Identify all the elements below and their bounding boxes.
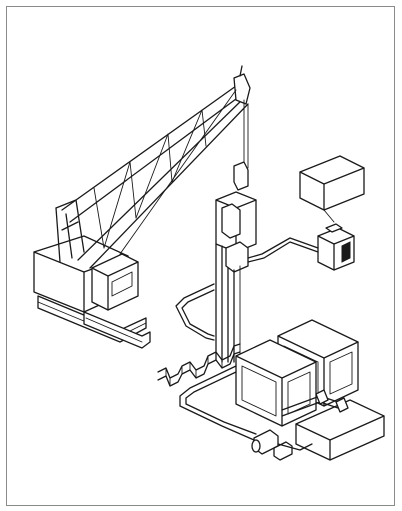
- drilling-rig-icon: [215, 99, 257, 363]
- pump-unit-icon: [247, 223, 355, 271]
- slurry-hose: [175, 283, 215, 341]
- crawler-crane-icon: [33, 199, 151, 349]
- excavated-trench-icon: [157, 343, 241, 387]
- crane-boom: [61, 65, 251, 269]
- mixing-plant-icon: [235, 319, 385, 461]
- control-cabinet-icon: [299, 155, 365, 223]
- return-pipe: [179, 365, 313, 451]
